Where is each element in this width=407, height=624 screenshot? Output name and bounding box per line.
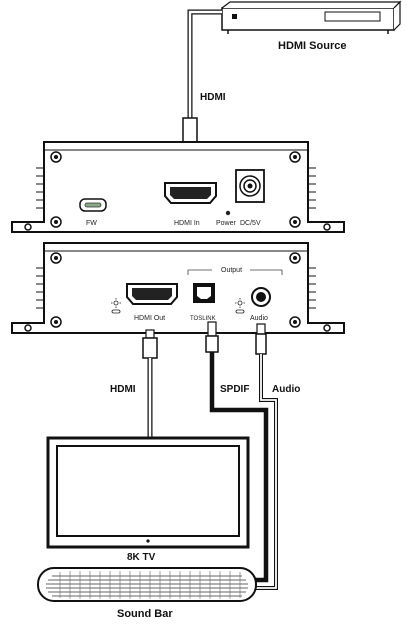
fw-port-label: FW [86,220,97,227]
hdmi-output-cable-label: HDMI [110,384,136,395]
soundbar-device [37,567,257,602]
power-led-icon [225,210,231,216]
tv-device [46,436,250,549]
toslink-port-label: TOSLINK [190,316,216,322]
hdmi-input-cable-label: HDMI [200,92,226,103]
audio-cable [255,323,278,590]
led-indicator-icon-2 [235,298,245,314]
output-group-bracket [187,269,283,275]
led-indicator-icon [111,298,121,314]
toslink-port [193,283,215,303]
power-led-label: Power [216,220,237,227]
audio-jack-port-label: Audio [250,315,268,322]
audio-cable-label: Audio [272,384,300,395]
audio-jack-port [251,287,271,307]
hdmi-out-port-label: HDMI Out [134,315,165,322]
hdmi-source-device [221,0,402,34]
tv-label: 8K TV [127,552,156,563]
hdmi-in-port-label: HDMI In [174,220,200,227]
hdmi-in-port [164,182,217,204]
dc-power-port [235,169,265,203]
hdmi-input-cable [182,9,222,153]
spdif-cable-label: SPDIF [220,384,249,395]
spdif-cable [205,321,269,583]
hdmi-source-label: HDMI Source [278,40,346,52]
output-group-label: Output [221,267,242,274]
hdmi-out-port [126,283,178,305]
soundbar-label: Sound Bar [117,608,173,620]
fw-port [79,198,107,212]
hdmi-output-cable [142,329,158,444]
dc-power-port-label: DC/5V [240,220,261,227]
